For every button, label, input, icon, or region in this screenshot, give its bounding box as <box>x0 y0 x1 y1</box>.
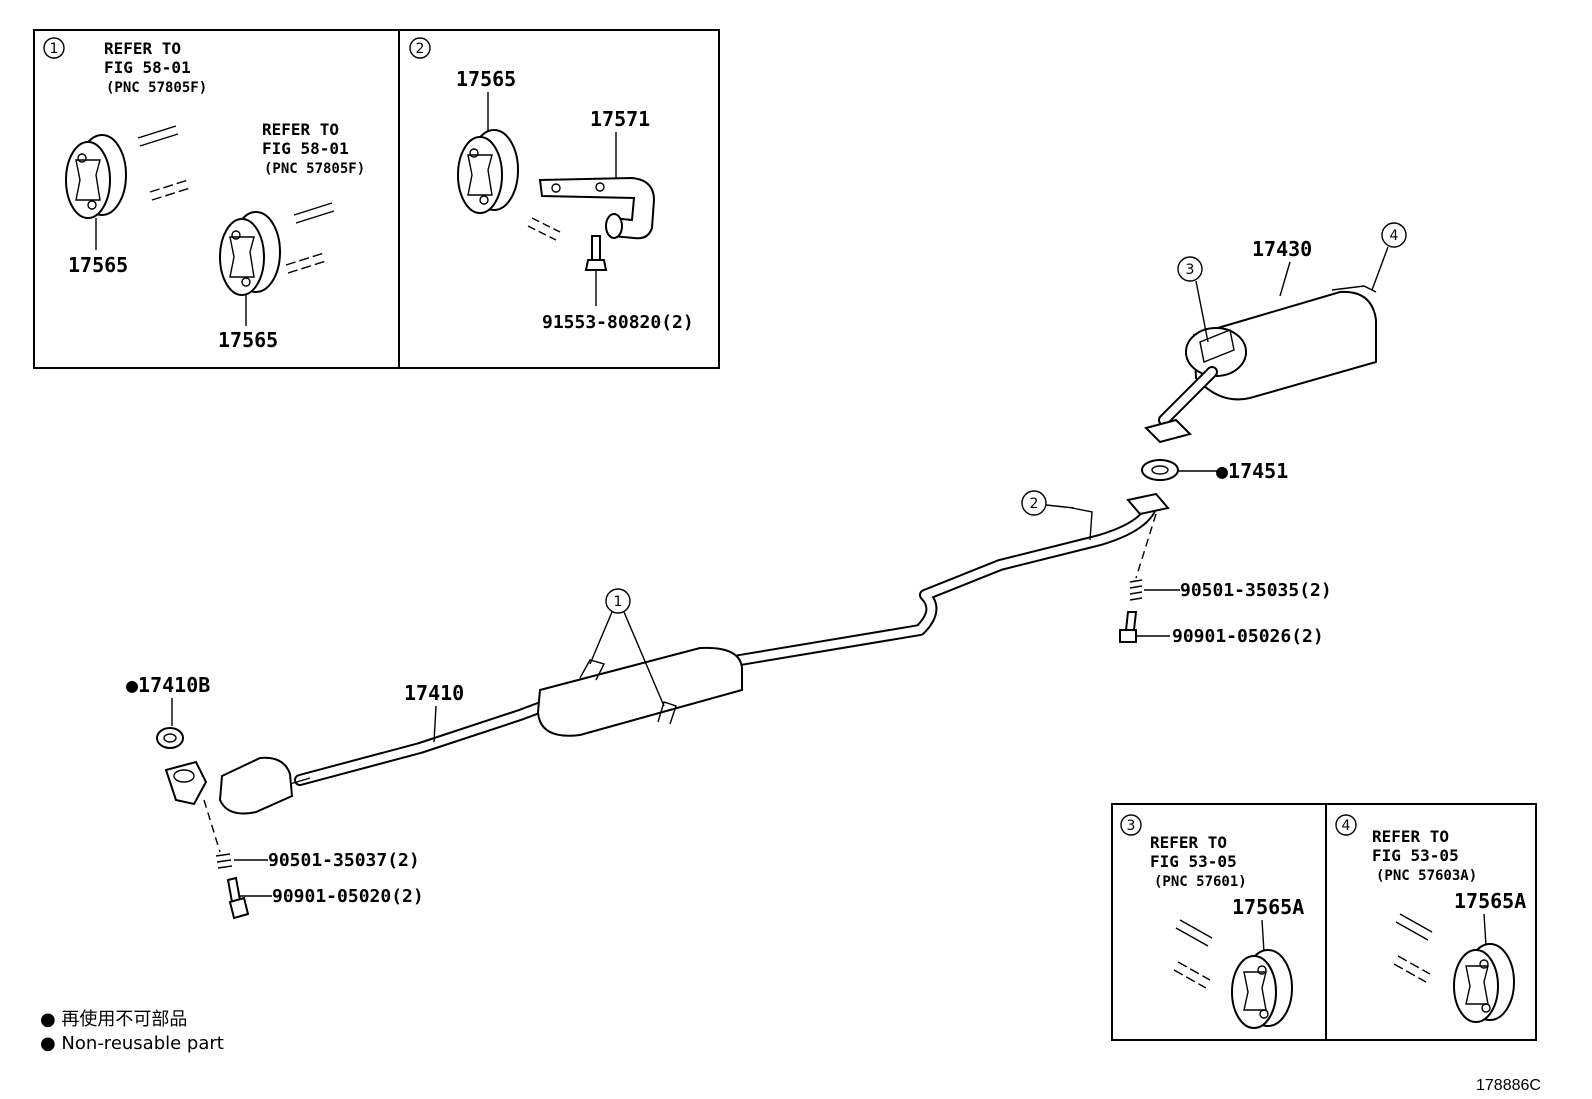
callout-2-text: 2 <box>1030 496 1039 512</box>
spring-rear-label: 90501-35035(2) <box>1180 580 1332 601</box>
muffler-part-number: 17430 <box>1252 237 1312 261</box>
callout-3-text: 3 <box>1186 262 1195 278</box>
rubber-hanger-icon <box>65 134 127 219</box>
callout-2-leader <box>1045 504 1075 509</box>
bracket-icon <box>538 176 656 240</box>
bolt-rear-label: 90901-05026(2) <box>1172 626 1324 647</box>
rubber-hanger-icon <box>219 211 281 296</box>
inset-1-ref-b-line3: (PNC 57805F) <box>264 161 365 177</box>
inset-1-ref-a-line1: REFER TO <box>104 39 181 58</box>
gasket-icon <box>1141 459 1179 481</box>
spring-icon <box>1129 579 1143 601</box>
bolt-icon <box>584 235 608 271</box>
inset-2-part-bolt: 91553-80820(2) <box>542 312 694 333</box>
inset-3-part: 17565A <box>1232 895 1304 919</box>
inset-2-frame <box>398 29 720 369</box>
callout-3-circle <box>1177 256 1203 282</box>
inset-2-pin <box>527 217 561 241</box>
rubber-hanger-icon <box>1453 943 1515 1023</box>
rubber-hanger-icon <box>1231 949 1293 1029</box>
inset-4-ref-line1: REFER TO <box>1372 827 1449 846</box>
rubber-hanger-icon <box>457 129 519 214</box>
bolt-icon <box>226 876 250 920</box>
inset-3-leader <box>1261 919 1265 953</box>
inset-3-ref-line1: REFER TO <box>1150 833 1227 852</box>
callout-1-leader-a <box>589 611 613 665</box>
inset-2-part-bracket: 17571 <box>590 107 650 131</box>
inset-1-part-a: 17565 <box>68 253 128 277</box>
illustration-id: 178886C <box>1476 1077 1541 1094</box>
callout-4-text: 4 <box>1390 228 1399 244</box>
inset-3-ref-line3: (PNC 57601) <box>1154 874 1247 890</box>
front-pipe-part-number: 17410 <box>404 681 464 705</box>
inset-1-ref-b-line1: REFER TO <box>262 120 339 139</box>
muffler-leader <box>1279 261 1291 297</box>
inset-4-ref-line2: FIG 53-05 <box>1372 846 1459 865</box>
inset-4: 4 REFER TO FIG 53-05 (PNC 57603A) 17565A <box>1325 803 1537 1041</box>
callout-4-leader <box>1371 246 1389 291</box>
legend-english: ● Non-reusable part <box>40 1033 224 1054</box>
callout-1-text: 1 <box>614 594 623 610</box>
inset-3-pin-dashed <box>1173 961 1211 989</box>
callout-2-circle <box>1021 490 1047 516</box>
rear-stud-axis <box>1135 513 1157 579</box>
inset-1-marker-text: 1 <box>50 41 59 57</box>
gasket-icon <box>156 727 184 749</box>
inset-2-marker <box>409 37 431 59</box>
inset-3-marker-text: 3 <box>1127 818 1136 834</box>
inset-4-pin-dashed <box>1393 955 1431 983</box>
spring-icon <box>215 853 233 869</box>
inset-4-frame <box>1325 803 1537 1041</box>
gasket-17451-label: ●17451 <box>1216 459 1288 483</box>
inset-2-marker-text: 2 <box>416 41 425 57</box>
gasket-17410b-label: ●17410B <box>126 673 210 697</box>
inset-1-ref-a-line2: FIG 58-01 <box>104 58 191 77</box>
inset-2-part-hanger: 17565 <box>456 67 516 91</box>
inset-4-ref-line3: (PNC 57603A) <box>1376 868 1477 884</box>
bolt-icon <box>1119 611 1138 643</box>
front-stud-axis <box>203 799 221 853</box>
inset-4-pin <box>1395 913 1433 941</box>
inset-1-ref-a-line3: (PNC 57805F) <box>106 80 207 96</box>
callout-3-leader <box>1195 280 1209 343</box>
inset-1-ref-b-line2: FIG 58-01 <box>262 139 349 158</box>
inset-4-marker <box>1335 814 1357 836</box>
inset-4-leader <box>1483 913 1487 947</box>
bolt-front-label: 90901-05020(2) <box>272 886 424 907</box>
spring-front-label: 90501-35037(2) <box>268 850 420 871</box>
tailpipe-muffler <box>1144 285 1377 444</box>
legend-japanese: ● 再使用不可部品 <box>40 1009 187 1030</box>
front-pipe-leader <box>433 705 437 743</box>
callout-1-leader-b <box>623 611 665 707</box>
callout-1-circle <box>605 588 631 614</box>
inset-3: 3 REFER TO FIG 53-05 (PNC 57601) 17565A <box>1111 803 1327 1041</box>
inset-1-marker <box>43 37 65 59</box>
inset-1: 1 REFER TO FIG 58-01 (PNC 57805F) REFER … <box>33 29 400 369</box>
inset-1-pins <box>137 125 335 274</box>
inset-2: 2 17565 17571 91553-80820(2) <box>398 29 720 369</box>
inset-1-part-b: 17565 <box>218 328 278 352</box>
inset-3-ref-line2: FIG 53-05 <box>1150 852 1237 871</box>
inset-3-marker <box>1120 814 1142 836</box>
inset-4-marker-text: 4 <box>1342 818 1351 834</box>
callout-4-circle <box>1381 222 1407 248</box>
inset-4-part: 17565A <box>1454 889 1526 913</box>
exhaust-front-pipe <box>164 492 1170 815</box>
inset-3-pin <box>1175 919 1213 947</box>
